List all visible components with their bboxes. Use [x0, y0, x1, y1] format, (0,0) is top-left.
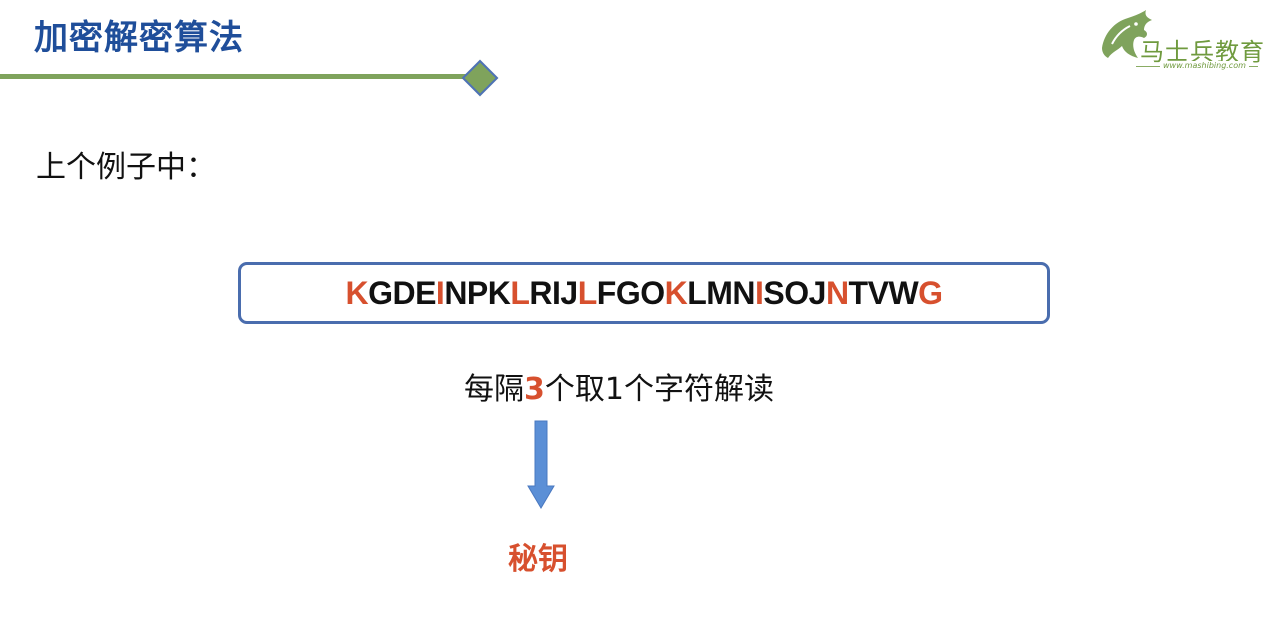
slide-title: 加密解密算法 [34, 18, 244, 58]
cipher-segment: GDE [368, 274, 436, 311]
rule-number: 3 [524, 372, 545, 407]
diamond-icon [461, 59, 499, 97]
cipher-key-char: G [918, 274, 943, 311]
ciphertext: KGDEINPKLRIJLFGOKLMNISOJNTVWG [345, 274, 943, 312]
cipher-key-char: L [577, 274, 598, 311]
cipher-key-char: K [345, 274, 369, 311]
cipher-key-char: N [825, 274, 849, 311]
cipher-segment: NPK [444, 274, 511, 311]
ciphertext-box: KGDEINPKLRIJLFGOKLMNISOJNTVWG [238, 262, 1050, 324]
logo: 马士兵教育 www.mashibing.com [1094, 8, 1264, 74]
cipher-segment: FGO [596, 274, 665, 311]
horse-head-icon [1102, 10, 1152, 58]
title-underline [0, 74, 470, 79]
result-text: 秘钥 [508, 542, 568, 577]
cipher-segment: RIJ [529, 274, 578, 311]
cipher-segment: LMN [687, 274, 756, 311]
rule-prefix: 每隔 [464, 372, 524, 407]
intro-text: 上个例子中： [36, 150, 216, 185]
cipher-key-char: I [755, 274, 764, 311]
cipher-key-char: L [510, 274, 530, 311]
cipher-segment: SOJ [763, 274, 826, 311]
logo-url: www.mashibing.com [1160, 61, 1249, 70]
rule-text: 每隔3个取1个字符解读 [464, 364, 774, 408]
rule-suffix: 个取1个字符解读 [544, 372, 774, 407]
cipher-key-char: I [435, 274, 445, 311]
arrow-down-icon [527, 420, 555, 509]
cipher-segment: TVW [848, 274, 919, 311]
cipher-key-char: K [664, 274, 688, 311]
